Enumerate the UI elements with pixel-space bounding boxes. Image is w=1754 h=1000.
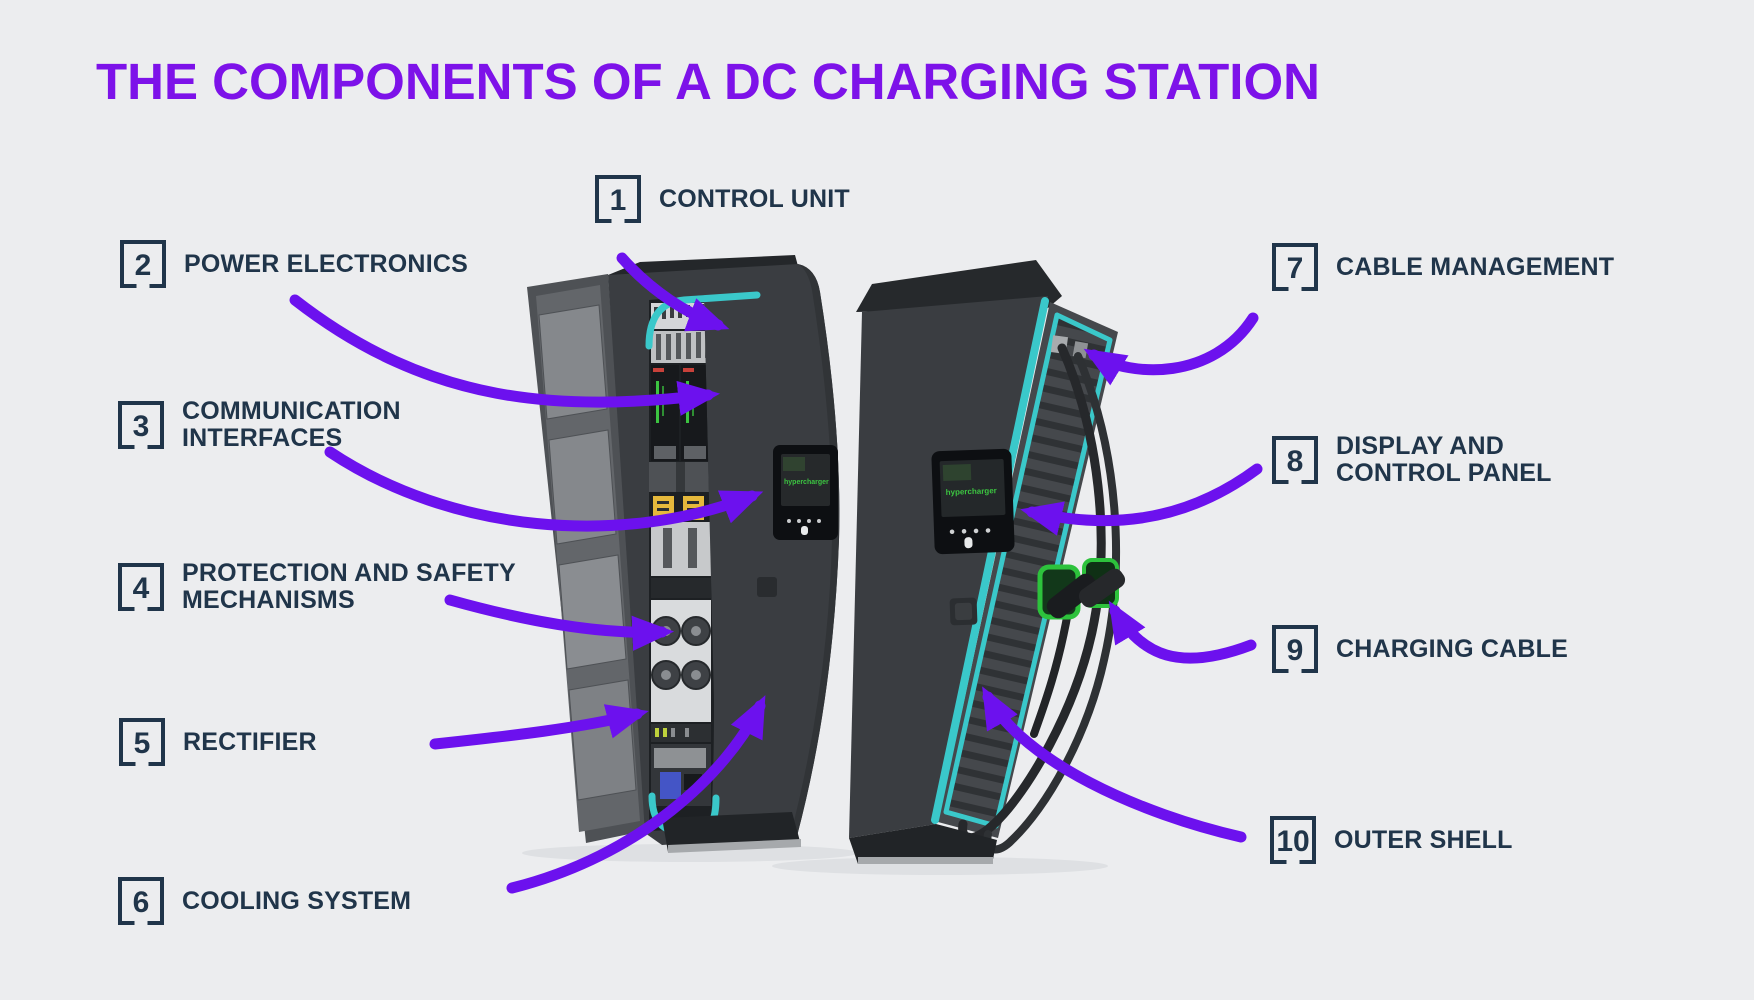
station-open-view: hypercharger	[522, 255, 858, 862]
component-number-3: 3	[118, 401, 164, 449]
component-name-1: CONTROL UNIT	[659, 184, 850, 213]
arrow-2-power-electronics	[289, 294, 721, 416]
component-label-10: 10 OUTER SHELL	[1270, 816, 1513, 864]
teal-front-edge	[931, 297, 1049, 824]
component-label-2: 2 POWER ELECTRONICS	[120, 240, 468, 288]
arrow-6-cooling-system	[506, 695, 766, 894]
component-number-1: 1	[595, 175, 641, 223]
arrow-8-display-panel	[1020, 463, 1263, 536]
arrow-1-control-unit	[616, 252, 730, 332]
breaker-panel	[651, 522, 711, 576]
component-label-1: 1 CONTROL UNIT	[595, 175, 850, 223]
screen-logo: hypercharger	[946, 486, 997, 497]
component-label-7: 7 CABLE MANAGEMENT	[1272, 243, 1614, 291]
component-label-8: 8 DISPLAY AND CONTROL PANEL	[1272, 433, 1572, 487]
arrow-10-outer-shell	[982, 686, 1247, 843]
component-label-4: 4 PROTECTION AND SAFETY MECHANISMS	[118, 560, 568, 614]
component-number-9: 9	[1272, 625, 1318, 673]
arrow-9-charging-cable	[1108, 600, 1257, 664]
page-title: THE COMPONENTS OF A DC CHARGING STATION	[96, 53, 1320, 110]
component-name-9: CHARGING CABLE	[1336, 634, 1568, 663]
component-label-9: 9 CHARGING CABLE	[1272, 625, 1568, 673]
component-number-2: 2	[120, 240, 166, 288]
station-base-right	[849, 824, 997, 864]
component-number-8: 8	[1272, 436, 1318, 484]
arrow-3-communication-interfaces	[324, 446, 764, 532]
component-name-4: PROTECTION AND SAFETY MECHANISMS	[182, 559, 516, 614]
arrow-5-rectifier	[429, 704, 649, 750]
equipment-bay	[645, 291, 761, 836]
arrow-7-cable-management	[1083, 312, 1259, 386]
component-number-7: 7	[1272, 243, 1318, 291]
component-label-6: 6 COOLING SYSTEM	[118, 877, 411, 925]
wiring-compartment	[651, 724, 711, 806]
teal-trim-top	[645, 291, 761, 350]
component-label-5: 5 RECTIFIER	[119, 718, 317, 766]
station-base-left	[662, 812, 801, 853]
component-name-2: POWER ELECTRONICS	[184, 249, 468, 278]
component-name-7: CABLE MANAGEMENT	[1336, 252, 1615, 281]
station-exterior-view: hypercharger	[772, 260, 1126, 875]
display-control-panel: hypercharger	[931, 448, 1015, 555]
component-label-3: 3 COMMUNICATION INTERFACES	[118, 398, 418, 452]
top-cap	[856, 260, 1062, 312]
arrow-4-protection-safety	[444, 594, 675, 651]
callout-arrows	[289, 252, 1263, 894]
component-name-10: OUTER SHELL	[1334, 825, 1513, 854]
component-name-6: COOLING SYSTEM	[182, 886, 412, 915]
rectifier-modules	[651, 600, 711, 722]
component-name-8: DISPLAY AND CONTROL PANEL	[1336, 432, 1552, 487]
component-number-5: 5	[119, 718, 165, 766]
floor-shadow	[772, 857, 1108, 875]
component-number-6: 6	[118, 877, 164, 925]
display-screen-left: hypercharger	[773, 445, 838, 540]
component-number-4: 4	[118, 563, 164, 611]
outer-shell-front	[849, 296, 1049, 838]
card-reader-left	[757, 577, 777, 597]
screen-logo: hypercharger	[784, 479, 829, 486]
component-number-10: 10	[1270, 816, 1316, 864]
charging-plugs	[1046, 568, 1126, 619]
charging-cables	[958, 343, 1120, 854]
component-name-5: RECTIFIER	[183, 727, 317, 756]
component-name-3: COMMUNICATION INTERFACES	[182, 397, 401, 452]
